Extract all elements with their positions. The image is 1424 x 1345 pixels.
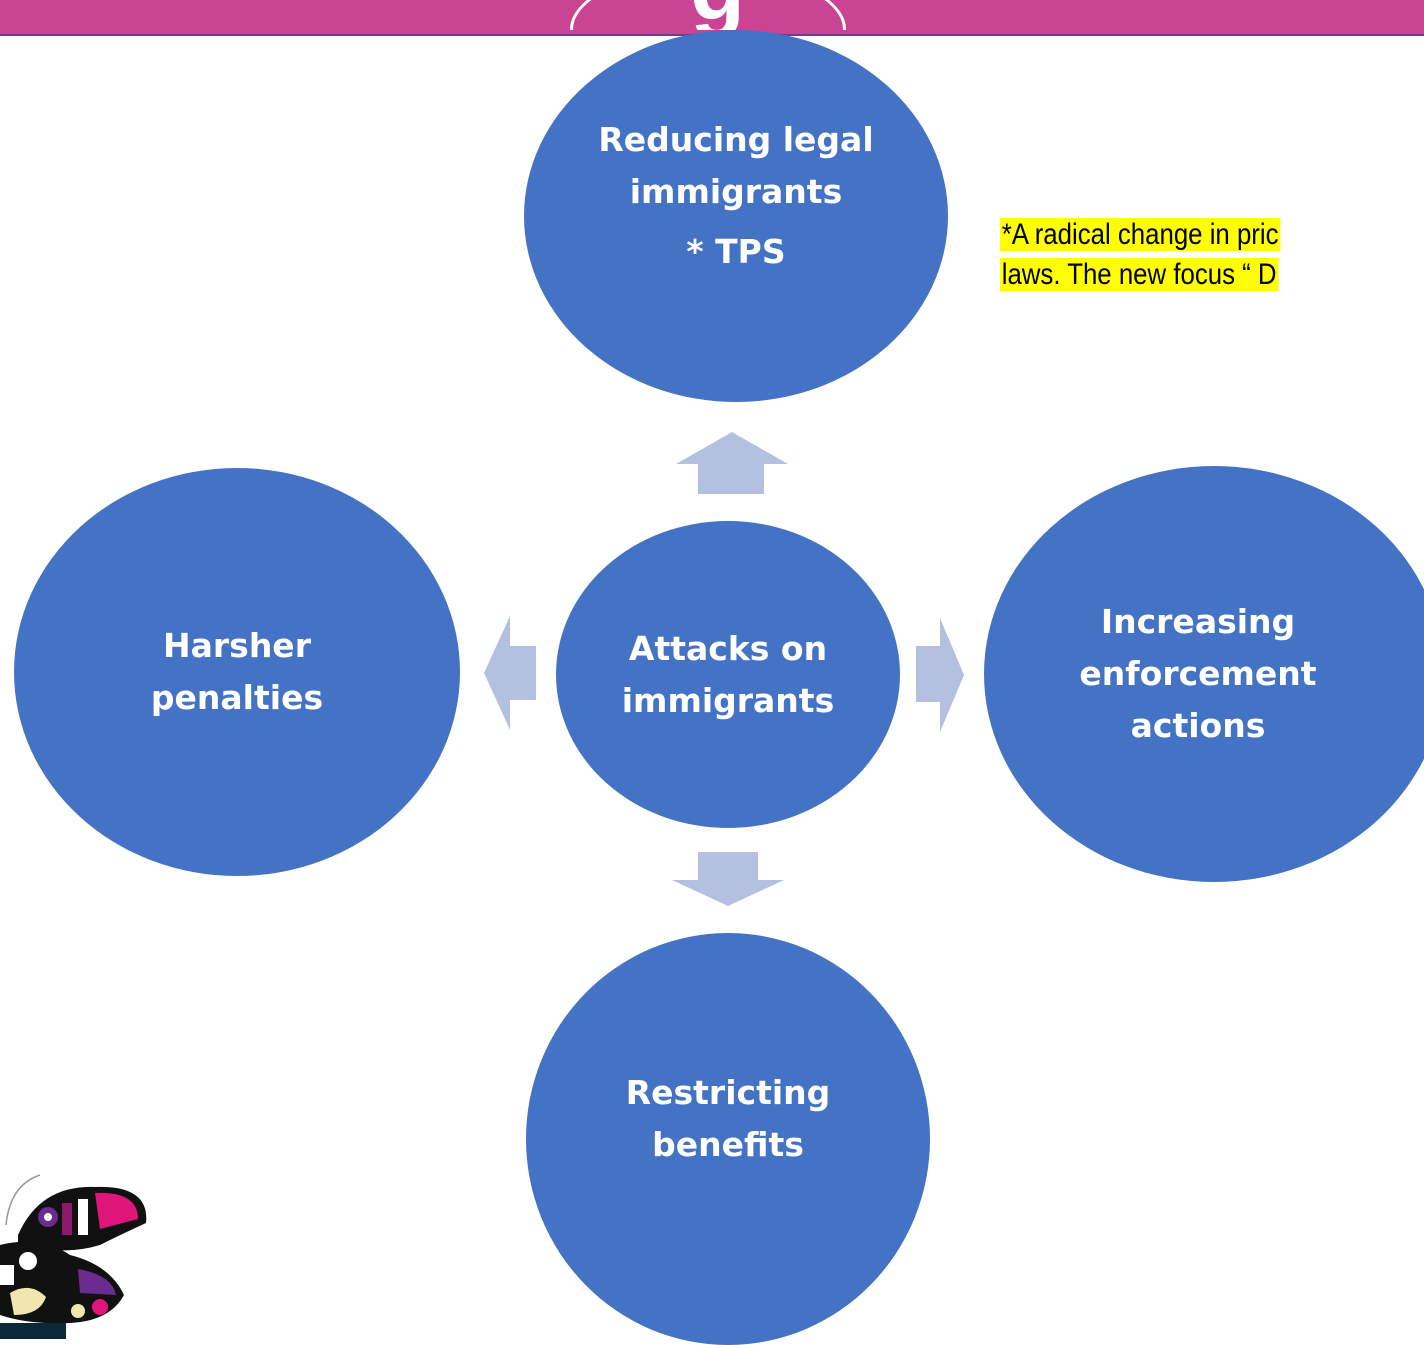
node-top-sub: * TPS [686,232,786,271]
node-center: Attacks on immigrants [556,521,900,828]
node-left-line2: penalties [150,678,324,717]
arrow-right-icon [916,618,964,732]
highlighted-note: *A radical change in pric laws. The new … [1000,215,1281,295]
node-bottom: Restricting benefits [526,933,930,1345]
node-center-line1: Attacks on [628,628,828,668]
node-top: Reducing legal immigrants * TPS [524,30,948,402]
node-right-line1: Increasing [1100,602,1296,641]
note-line1: *A radical change in pric [1000,218,1281,251]
slide-title-text: g [690,0,745,30]
node-right-line2: enforcement [1079,654,1317,693]
node-top-line2: immigrants [629,172,843,211]
node-right: Increasing enforcement actions [984,466,1424,882]
slide-title-fragment: g [540,0,870,30]
node-center-line2: immigrants [621,680,835,720]
node-bottom-line2: benefits [652,1125,804,1164]
arrow-left-icon [484,616,536,730]
node-left-line1: Harsher [163,626,311,665]
node-bottom-line1: Restricting [625,1073,831,1112]
butterfly-logo-icon [0,1174,147,1339]
note-line2: laws. The new focus “ D [1000,258,1279,291]
arrow-down-icon [672,852,784,906]
node-right-line3: actions [1130,706,1266,745]
arrow-up-icon [676,432,788,494]
node-top-line1: Reducing legal [598,120,874,159]
node-left: Harsher penalties [14,468,460,876]
